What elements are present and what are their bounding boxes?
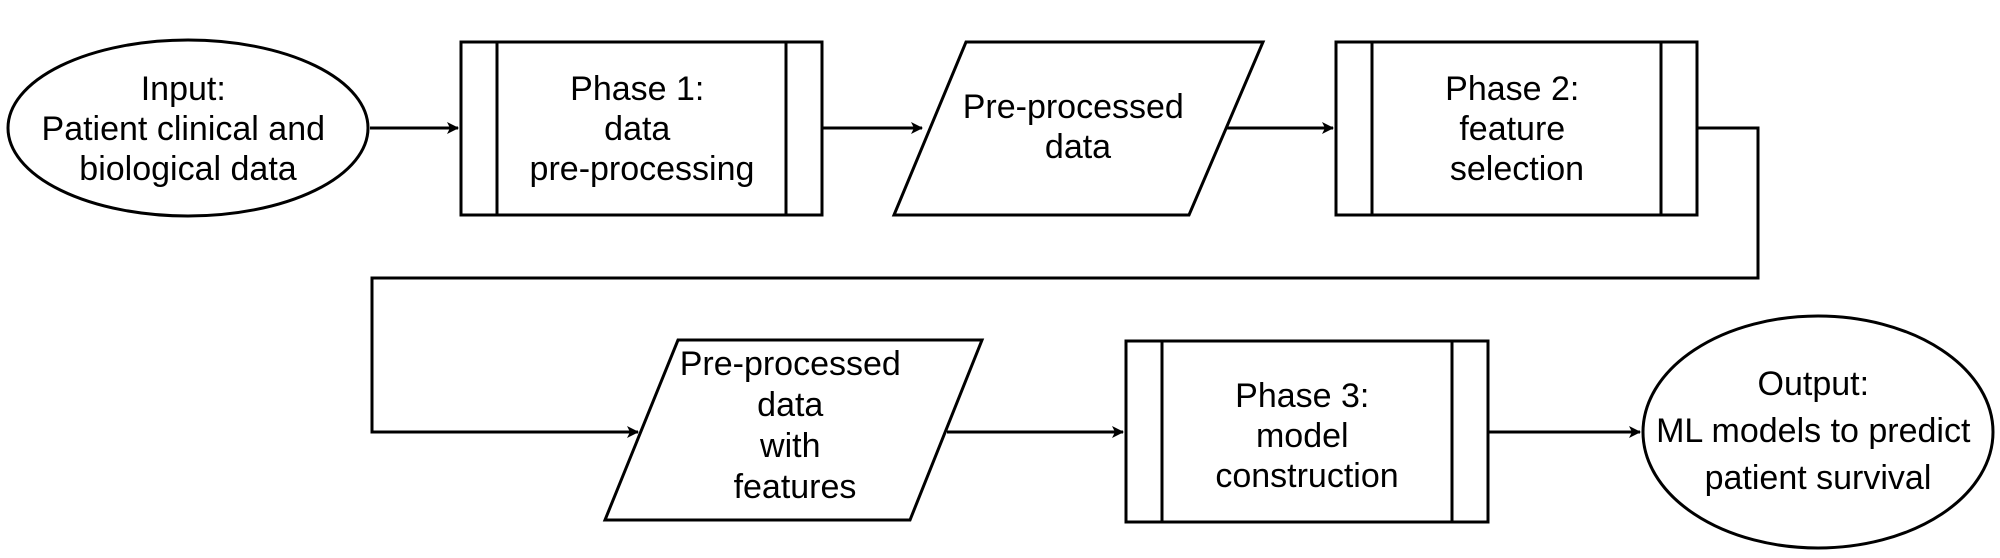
data-with-features-label: Pre-processed data with features bbox=[680, 345, 911, 506]
data-with-features-label-line-1: Pre-processed bbox=[680, 345, 901, 383]
phase1-box bbox=[459, 40, 824, 217]
data-with-features-label-line-3: with bbox=[759, 427, 820, 465]
phase3-label-line-3: construction bbox=[1215, 457, 1398, 495]
phase1-label-line-2: data bbox=[604, 110, 670, 148]
preprocessed-data-shape bbox=[891, 40, 1266, 217]
phase2-box bbox=[1334, 40, 1699, 217]
output-label-line-3: patient survival bbox=[1705, 459, 1932, 497]
input-label-line-1: Input: bbox=[141, 70, 226, 108]
output-ellipse bbox=[1641, 314, 1995, 550]
data-with-features-shape bbox=[602, 338, 985, 522]
input-label: Input: Patient clinical and biological d… bbox=[42, 70, 335, 188]
input-label-line-3: biological data bbox=[79, 150, 296, 188]
arrow-phase2-to-data-with-features bbox=[370, 126, 1760, 438]
preprocessed-data-label-line-1: Pre-processed bbox=[963, 88, 1184, 126]
data-with-features-node: Pre-processed data with features bbox=[602, 338, 985, 522]
phase3-label: Phase 3: model construction bbox=[1215, 377, 1398, 495]
phase1-label: Phase 1: data pre-processing bbox=[530, 70, 755, 188]
preprocessed-data-label-line-2: data bbox=[1045, 128, 1111, 166]
phase2-label-line-3: selection bbox=[1450, 150, 1584, 188]
phase1-label-line-1: Phase 1: bbox=[570, 70, 704, 108]
output-node: Output: ML models to predict patient sur… bbox=[1641, 314, 1995, 550]
phase2-label-line-2: feature bbox=[1459, 110, 1565, 148]
data-with-features-label-line-2: data bbox=[757, 386, 823, 424]
phase2-node: Phase 2: feature selection bbox=[1334, 40, 1699, 217]
connectors bbox=[370, 122, 1760, 438]
phase1-node: Phase 1: data pre-processing bbox=[459, 40, 824, 217]
input-ellipse bbox=[6, 38, 370, 218]
output-label-line-1: Output: bbox=[1758, 365, 1870, 403]
phase2-label-line-1: Phase 2: bbox=[1445, 70, 1579, 108]
phase3-label-line-2: model bbox=[1256, 417, 1349, 455]
phase3-box bbox=[1124, 339, 1490, 524]
preprocessed-data-label: Pre-processed data bbox=[963, 88, 1194, 166]
phase2-label: Phase 2: feature selection bbox=[1445, 70, 1589, 188]
output-label-line-2: ML models to predict bbox=[1656, 412, 1971, 450]
phase1-label-line-3: pre-processing bbox=[530, 150, 755, 188]
output-label: Output: ML models to predict patient sur… bbox=[1656, 365, 1980, 497]
input-node: Input: Patient clinical and biological d… bbox=[6, 38, 370, 218]
preprocessed-data-node: Pre-processed data bbox=[891, 40, 1266, 217]
phase3-label-line-1: Phase 3: bbox=[1235, 377, 1369, 415]
input-label-line-2: Patient clinical and bbox=[42, 110, 326, 148]
phase3-node: Phase 3: model construction bbox=[1124, 339, 1490, 524]
data-with-features-label-line-4: features bbox=[734, 468, 857, 506]
